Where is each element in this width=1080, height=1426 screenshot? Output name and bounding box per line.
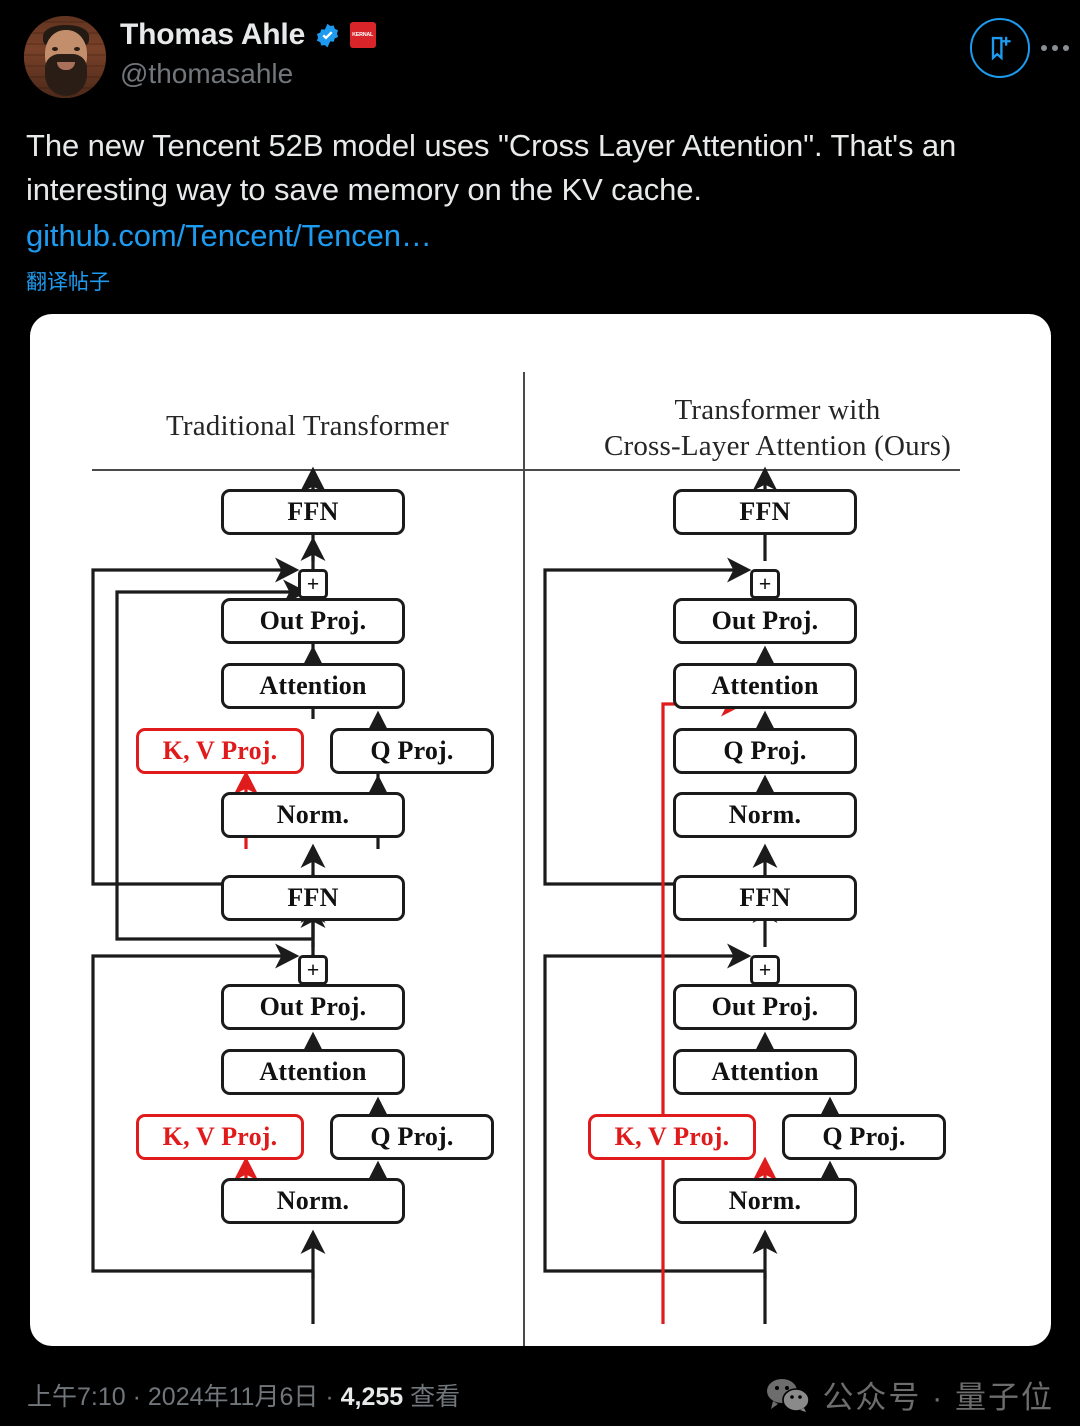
block-add-left-upper: + — [298, 569, 328, 599]
block-kv-proj-left-upper: K, V Proj. — [136, 728, 304, 774]
column-title-traditional-line1: Traditional Transformer — [165, 410, 450, 442]
post-views-label: 查看 — [410, 1383, 461, 1411]
block-attention-left-lower: Attention — [221, 1049, 405, 1095]
more-options-icon[interactable] — [1038, 33, 1072, 63]
block-norm-left-upper: Norm. — [221, 792, 405, 838]
column-divider — [523, 372, 525, 1346]
avatar-eye-right — [74, 47, 80, 51]
block-ffn-left-upper: FFN — [221, 489, 405, 535]
column-title-cross-layer: Transformer with Cross-Layer Attention (… — [550, 392, 1005, 465]
wechat-icon — [766, 1378, 811, 1412]
avatar-beard — [45, 54, 87, 96]
watermark: 公众号 · 量子位 — [766, 1372, 1054, 1417]
more-dot-3 — [1063, 45, 1069, 51]
bookmark-plus-icon[interactable] — [970, 18, 1030, 78]
block-out-proj-right-upper: Out Proj. — [673, 598, 857, 644]
author-handle[interactable]: @thomasahle — [120, 58, 294, 89]
block-add-left-lower: + — [298, 955, 328, 985]
block-ffn-left-lower: FFN — [221, 875, 405, 921]
meta-separator-2: · — [318, 1383, 341, 1411]
block-norm-right-upper: Norm. — [673, 792, 857, 838]
transformer-architecture-diagram: Traditional Transformer Transformer with… — [30, 314, 1051, 1346]
title-underline — [92, 469, 960, 471]
watermark-text: 公众号 · 量子位 — [822, 1380, 1054, 1415]
post-metadata: 上午7:10 · 2024年11月6日 · 4,255 查看 — [27, 1377, 460, 1413]
block-add-right-upper: + — [750, 569, 780, 599]
block-attention-right-lower: Attention — [673, 1049, 857, 1095]
author-name-row: Thomas Ahle KERNAL — [120, 18, 377, 52]
block-norm-right-lower: Norm. — [673, 1178, 857, 1224]
column-title-cross-layer-line1: Transformer with — [674, 394, 881, 426]
affiliation-badge-label: KERNAL — [352, 32, 374, 38]
more-dot-2 — [1052, 45, 1058, 51]
author-display-name[interactable]: Thomas Ahle — [120, 18, 306, 51]
block-ffn-right-upper: FFN — [673, 489, 857, 535]
block-ffn-right-lower: FFN — [673, 875, 857, 921]
block-q-proj-right-lower: Q Proj. — [782, 1114, 946, 1160]
post-header: Thomas Ahle KERNAL @thomasahle — [0, 0, 1080, 118]
post-link[interactable]: github.com/Tencent/Tencen… — [26, 218, 432, 254]
block-add-right-lower: + — [750, 955, 780, 985]
block-q-proj-left-upper: Q Proj. — [330, 728, 494, 774]
meta-separator-1: · — [125, 1383, 148, 1411]
block-out-proj-left-upper: Out Proj. — [221, 598, 405, 644]
block-q-proj-right-upper: Q Proj. — [673, 728, 857, 774]
avatar-eye-left — [52, 47, 58, 51]
affiliation-badge[interactable]: KERNAL — [350, 22, 377, 48]
post-views-count[interactable]: 4,255 — [340, 1383, 404, 1411]
block-q-proj-left-lower: Q Proj. — [330, 1114, 494, 1160]
block-kv-proj-right-lower: K, V Proj. — [588, 1114, 756, 1160]
post-body-line-1: The new Tencent 52B model uses "Cross La… — [26, 128, 957, 163]
block-attention-right-upper: Attention — [673, 663, 857, 709]
translate-post-link[interactable]: 翻译帖子 — [26, 271, 110, 294]
column-title-traditional: Traditional Transformer — [90, 408, 525, 444]
avatar[interactable] — [24, 16, 106, 98]
verified-badge-icon — [314, 22, 341, 49]
post-date: 2024年11月6日 — [147, 1383, 319, 1411]
block-out-proj-right-lower: Out Proj. — [673, 984, 857, 1030]
post-time: 上午7:10 — [27, 1383, 126, 1411]
block-out-proj-left-lower: Out Proj. — [221, 984, 405, 1030]
block-kv-proj-left-lower: K, V Proj. — [136, 1114, 304, 1160]
block-norm-left-lower: Norm. — [221, 1178, 405, 1224]
more-dot-1 — [1041, 45, 1047, 51]
post-media-card[interactable]: Traditional Transformer Transformer with… — [30, 314, 1051, 1346]
post-body: The new Tencent 52B model uses "Cross La… — [26, 124, 1026, 258]
column-title-cross-layer-line2: Cross-Layer Attention (Ours) — [603, 430, 952, 463]
post-body-line-2: interesting way to save memory on the KV… — [26, 172, 702, 208]
avatar-mouth — [57, 62, 75, 70]
block-attention-left-upper: Attention — [221, 663, 405, 709]
